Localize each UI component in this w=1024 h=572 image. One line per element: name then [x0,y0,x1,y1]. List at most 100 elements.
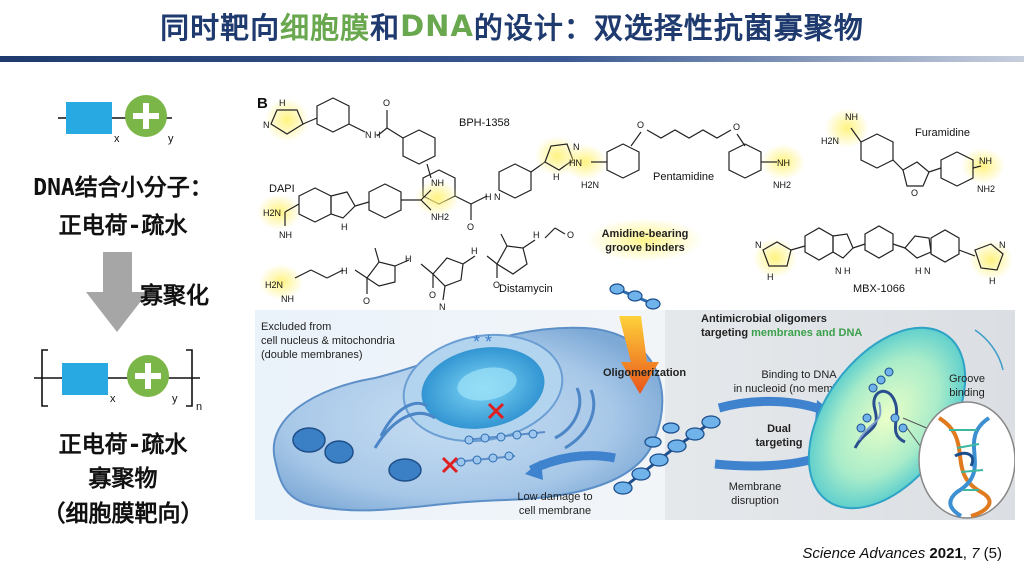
mbx-indole-benzene-1 [804,227,834,261]
blocked-x-icon [441,456,459,474]
er-membrane [373,412,436,449]
pentamidine-ring-2 [728,143,762,179]
dna-strand [948,416,991,518]
mitochondrion [388,458,422,482]
mbx-imidazoline-2 [974,243,1004,271]
mbx-phenyl [864,225,894,259]
low-damage-line-1: Low damage to [517,491,592,503]
flagellum [974,329,1004,371]
plus-icon [143,103,149,129]
bound-oligomer [954,451,974,467]
title-part-1: 同时靶向 [160,11,281,45]
plus-icon [145,363,151,389]
groove-binding-line-2: binding [949,387,984,399]
left-line-3: 正电荷-疏水 [58,432,188,458]
furamidine-ring-2 [940,151,974,187]
svg-text:NH2: NH2 [977,184,995,194]
subscript-y: y [172,393,178,405]
svg-text:H: H [341,266,348,276]
citation-issue: (5) [983,545,1002,562]
citation-volume: 7 [971,545,980,562]
groove-binding-line-1: Groove [949,373,985,385]
excluded-line-1: Excluded from [261,321,331,333]
svg-text:O: O [383,98,390,108]
title-part-2: 和 [370,11,401,45]
excluded-line-2: cell nucleus & mitochondria [261,335,396,347]
atom-labels: H N N H O O H N N H H2N NH H NH NH2 H2N … [263,98,1006,312]
svg-text:H: H [989,276,996,286]
svg-text:NH2: NH2 [431,212,449,222]
title-part-3: 的设计：双选择性抗菌寡聚物 [473,11,864,45]
compound-bph: BPH-1358 [459,117,510,129]
title-underline [0,56,1024,62]
oligomer-molecule [613,415,721,495]
svg-text:NH: NH [431,178,444,188]
golgi-membrane [564,389,596,450]
nucleoid-dna [853,389,906,449]
oligomerization-arrow [619,316,659,394]
down-arrow [86,252,148,332]
svg-text:N: N [755,240,762,250]
svg-text:NH2: NH2 [773,180,791,190]
svg-text:H2N: H2N [263,208,281,218]
membrane-disruption-line-2: disruption [731,495,779,507]
compound-dapi: DAPI [269,183,295,195]
svg-text:O: O [911,188,918,198]
blocked-oligomer [464,429,546,445]
structures [257,97,1013,301]
low-damage-line-2: cell membrane [519,505,591,517]
dual-targeting-line-1: Dual [767,423,791,435]
dapi-phenyl [368,183,402,219]
subscript-x: x [114,133,120,145]
svg-text:N H: N H [365,130,381,140]
oligomer-hydrophobic-block [62,363,108,395]
svg-text:H N: H N [485,192,501,202]
svg-text:N: N [573,142,580,152]
blocked-x-icon [487,402,505,420]
svg-text:O: O [363,296,370,306]
mammalian-cell: * * [272,326,664,512]
dapi-indole-pyrrole [330,191,356,219]
citation-journal: Science Advances [802,545,926,562]
svg-text:N: N [999,240,1006,250]
svg-text:O: O [733,122,740,132]
antimicrobial-line-2: targeting membranes and DNA [701,327,862,339]
bph-benzene-ring [316,97,350,133]
svg-text:H: H [533,230,540,240]
mbx-indole-pyrrole-1 [832,233,854,259]
excluded-line-3: (double membranes) [261,349,363,361]
groove-binders-line-2: groove binders [605,242,684,254]
compound-mbx: MBX-1066 [853,283,905,295]
mitochondrion [324,440,354,464]
dna-zoom-circle [918,401,1015,519]
membrane-disruption-line-1: Membrane [729,481,782,493]
compound-names: BPH-1358 Pentamidine Furamidine DAPI Dis… [269,117,970,295]
groove-binders-line-1: Amidine-bearing [602,228,689,240]
furamidine-ring-1 [860,133,894,169]
svg-text:NH: NH [845,112,858,122]
svg-text:H N: H N [915,266,931,276]
bph-benzene-ring-2 [498,163,532,199]
oligomerization-label: Oligomerization [603,367,686,379]
svg-text:H2N: H2N [821,136,839,146]
nucleolus [457,367,517,401]
svg-text:H2N: H2N [265,280,283,290]
monomer-molecule-icon [609,283,661,310]
mbx-indole-pyrrole-2 [904,235,932,259]
svg-text:H: H [553,172,560,182]
mbx-imidazoline-1 [762,241,792,267]
svg-text:O: O [467,222,474,232]
arrow-to-dna [717,396,825,415]
subscript-x: x [110,393,116,405]
nucleoid-dna [858,401,882,441]
svg-text:H2N: H2N [581,180,599,190]
svg-text:HN: HN [569,158,582,168]
asterisk-icon: * * [473,332,492,352]
title-highlight-membrane: 细胞膜 [280,11,371,45]
furamidine-furan [902,161,930,187]
mbx-indole-benzene-2 [930,229,960,263]
svg-text:H: H [471,246,478,256]
dna-strand [937,416,992,518]
groove-binders-glow [587,218,703,262]
dapi-indole-benzene [298,187,332,223]
